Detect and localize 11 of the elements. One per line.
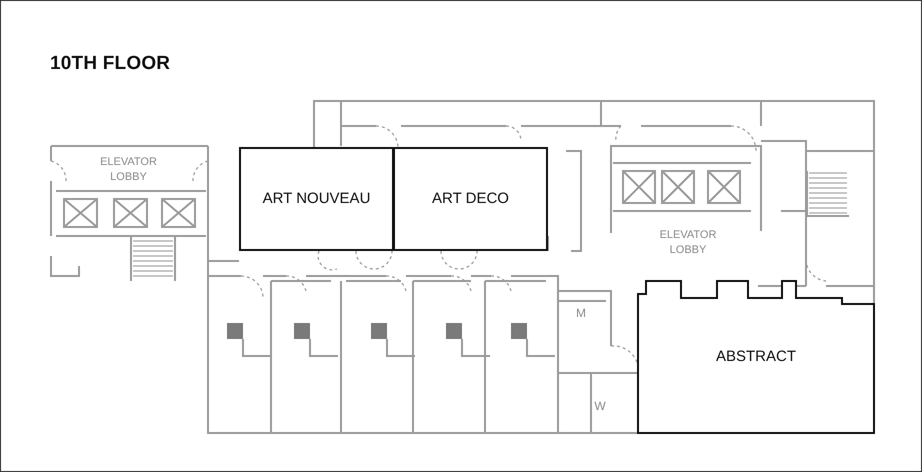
gallery-room (393, 147, 548, 251)
gallery-room (637, 280, 875, 434)
floor-title: 10TH FLOOR (50, 53, 170, 75)
room-label: ELEVATOR LOBBY (99, 155, 158, 185)
room-label: M (576, 305, 586, 322)
gallery-room (239, 147, 394, 251)
room-label: W (594, 398, 606, 414)
room-label: ABSTRACT (716, 346, 796, 367)
room-label: ART NOUVEAU (262, 188, 370, 209)
room-label: ART DECO (432, 188, 509, 209)
room-label: ELEVATOR LOBBY (658, 228, 718, 258)
